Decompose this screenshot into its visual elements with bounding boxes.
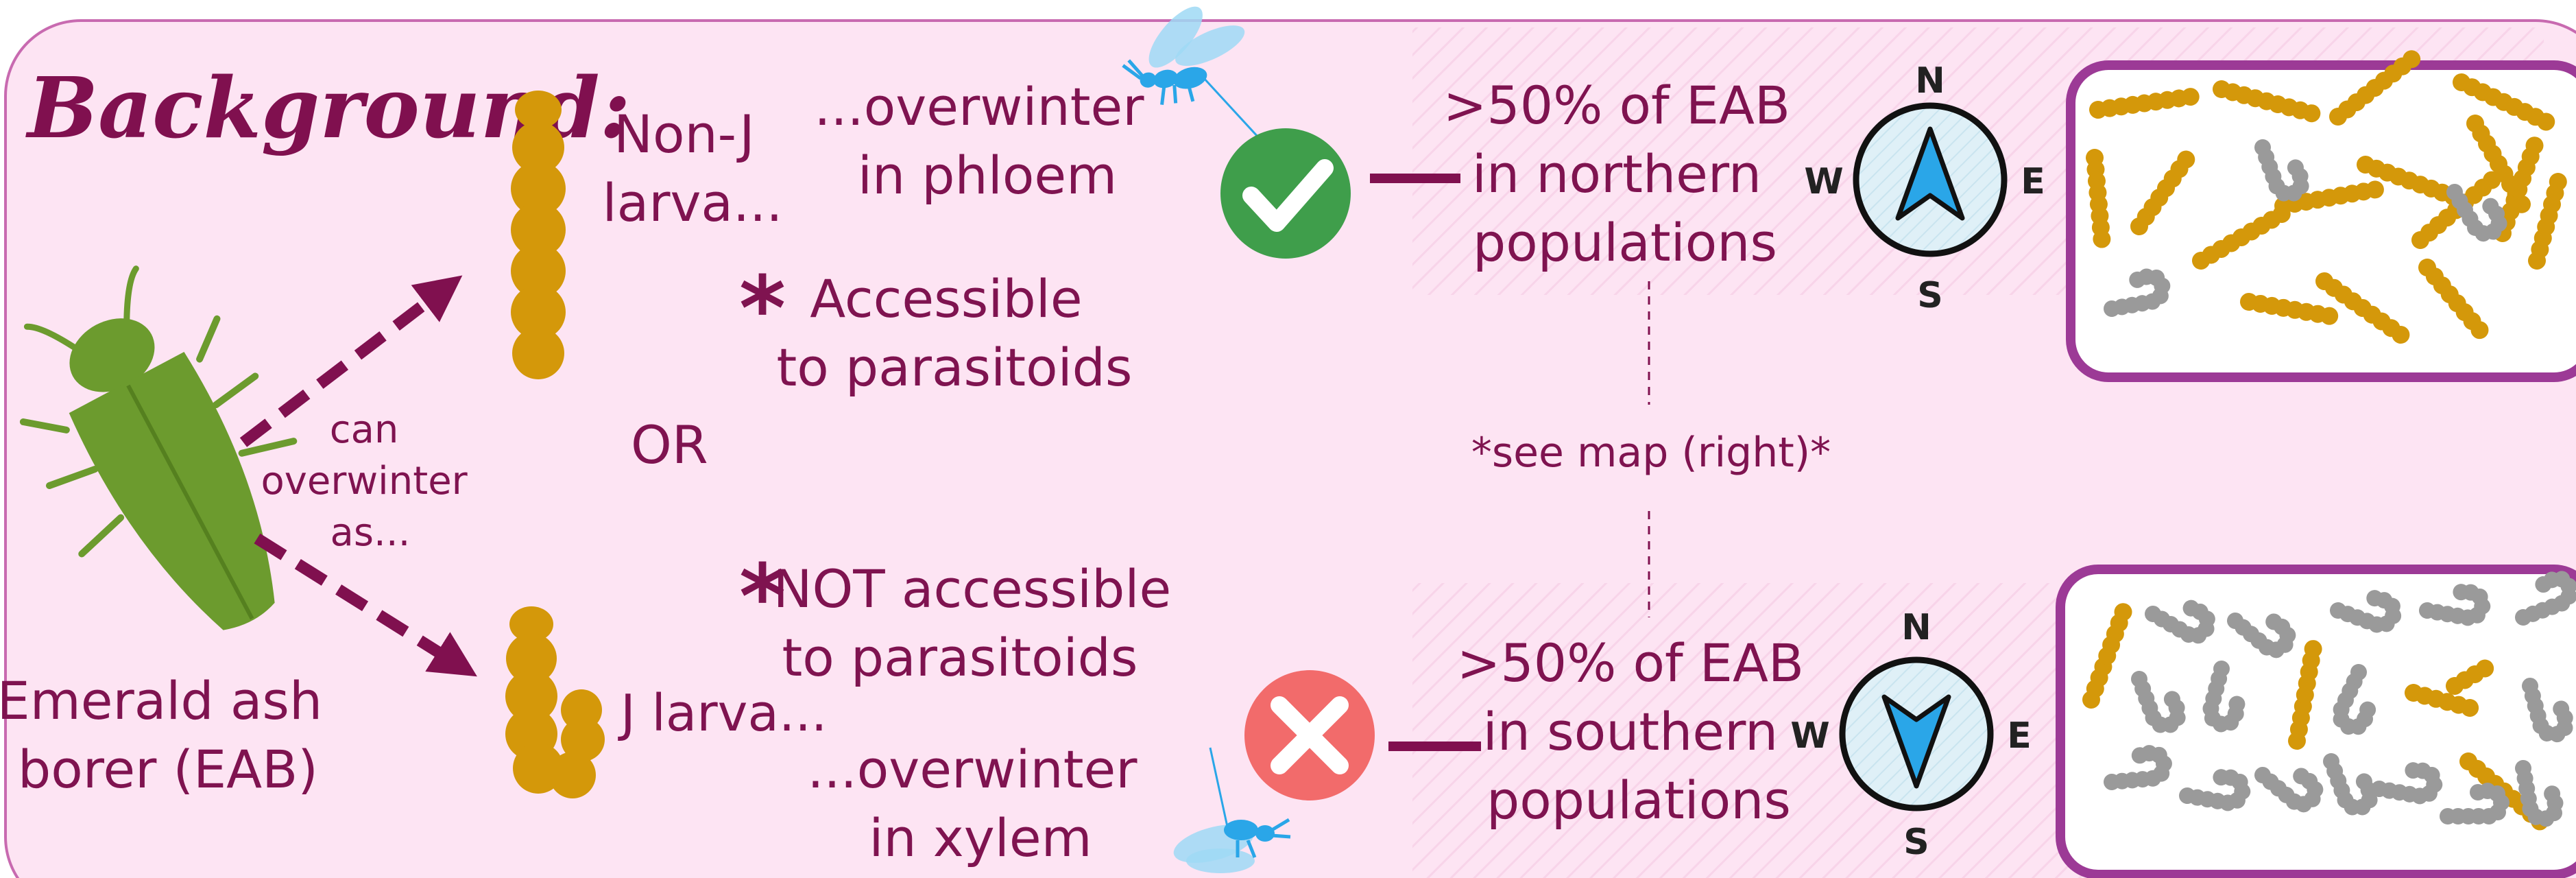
check-icon [1220, 128, 1351, 259]
svg-text:W: W [1790, 715, 1829, 757]
svg-text:S: S [1917, 275, 1942, 316]
larva-straight-icon [2315, 272, 2410, 344]
larva-j-icon [2131, 671, 2186, 733]
beetle-icon [19, 265, 298, 630]
larva-straight-icon [2405, 684, 2479, 717]
wasp-icon-bottom [1173, 747, 1291, 873]
larva-straight-icon [2357, 156, 2462, 206]
larva-j-icon [2515, 571, 2576, 626]
nonj-access-marker: * [739, 257, 786, 361]
nonj-site: ...overwinter in phloem [814, 76, 1160, 206]
larva-j-icon [2145, 600, 2215, 644]
larva-straight-icon [2528, 173, 2567, 270]
larva-straight-icon [2329, 50, 2421, 126]
compass-south: N S E W [1790, 607, 2031, 863]
larva-j-icon [2515, 760, 2564, 827]
compass-arrow-down-icon [1881, 694, 1951, 789]
nonj-larva-icon [511, 91, 566, 379]
svg-text:E: E [2007, 715, 2032, 757]
compass-arrow-up-icon [1895, 126, 1965, 221]
north-populations: >50% of EAB in northern populations [1443, 75, 1807, 273]
larva-straight-icon [2213, 80, 2321, 123]
larva-j-icon [2371, 762, 2443, 805]
larva-j-icon [2179, 769, 2251, 811]
larva-straight-icon [2192, 205, 2291, 270]
wasp-icon-top [1122, 6, 1261, 140]
larva-j-icon [2440, 783, 2509, 824]
larva-j-icon [2202, 661, 2246, 733]
larva-straight-icon [2274, 180, 2384, 215]
south-larvae-group [2082, 571, 2576, 831]
svg-text:W: W [1804, 161, 1843, 202]
j-access: NOT accessible to parasitoids [773, 558, 1188, 688]
larva-j-icon [2254, 139, 2309, 202]
larva-j-icon [2419, 584, 2491, 626]
larva-j-icon [2330, 590, 2402, 633]
svg-text:N: N [1901, 607, 1931, 648]
compass-north: N S E W [1804, 60, 2045, 316]
larva-j-icon [2323, 753, 2378, 816]
south-larvae-box [2056, 565, 2576, 878]
larva-j-icon [2227, 613, 2296, 658]
larva-straight-icon [2288, 640, 2322, 750]
larva-j-icon [2104, 268, 2171, 317]
south-populations: >50% of EAB in southern populations [1457, 632, 1821, 831]
larva-straight-icon [2089, 88, 2200, 119]
larva-j-icon [2522, 678, 2573, 743]
larva-j-icon [2446, 184, 2507, 242]
arrow-to-j [254, 533, 477, 677]
north-larvae-group [2086, 50, 2567, 344]
larva-j-icon [2104, 745, 2172, 790]
larva-j-icon [2333, 664, 2376, 735]
larva-straight-icon [2240, 293, 2339, 325]
eab-label: Emerald ash borer (EAB) [0, 670, 339, 800]
j-site: ...overwinter in xylem [807, 739, 1153, 868]
larva-j-icon [2254, 767, 2324, 813]
larva-straight-icon [2130, 150, 2195, 235]
nonj-access: Accessible to parasitoids [776, 268, 1132, 398]
map-note: *see map (right)* [1471, 429, 1831, 477]
j-access-marker: * [739, 545, 786, 649]
larva-straight-icon [2418, 259, 2489, 340]
larva-straight-icon [2082, 603, 2132, 709]
cross-icon [1244, 670, 1375, 800]
j-larva-icon [505, 606, 605, 798]
or-label: OR [631, 414, 708, 475]
j-label: J larva... [618, 684, 827, 743]
larva-straight-icon [2086, 149, 2111, 248]
svg-text:S: S [1903, 822, 1929, 863]
larva-straight-icon [2446, 659, 2494, 695]
overwinter-note: can overwinter as... [261, 407, 480, 555]
svg-text:N: N [1915, 60, 1945, 102]
nonj-label: Non-J larva... [603, 104, 783, 233]
svg-text:E: E [2021, 161, 2045, 202]
larva-straight-icon [2453, 73, 2555, 131]
arrow-to-nonj [239, 275, 463, 447]
